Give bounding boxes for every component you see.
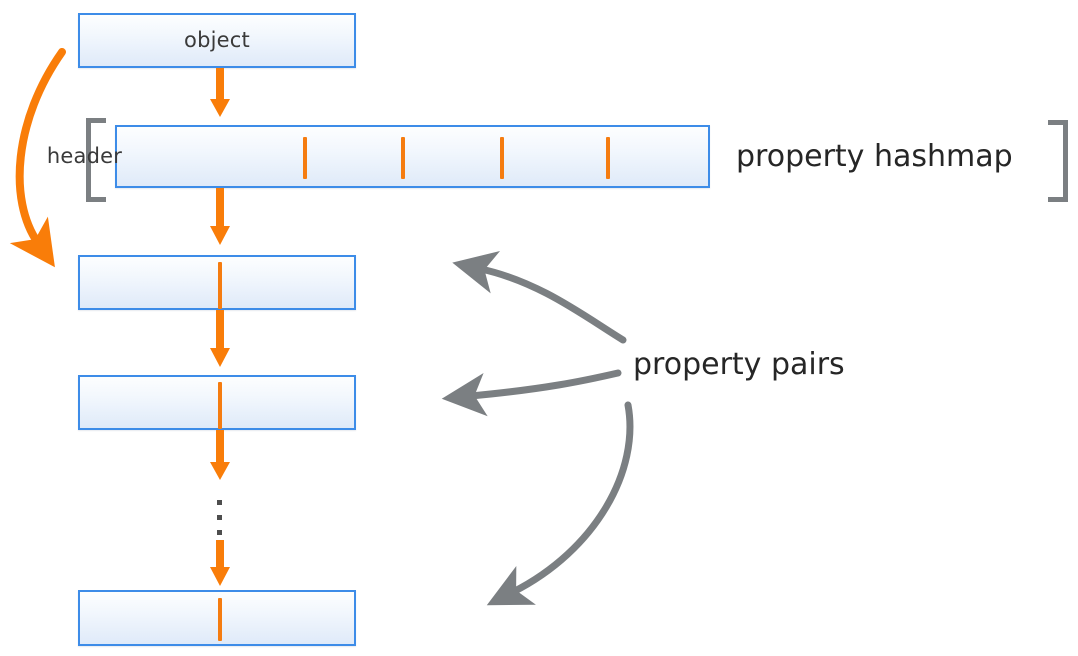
- object-box[interactable]: object: [78, 13, 356, 68]
- header-box-label: header: [46, 144, 123, 168]
- hashmap-bracket-right: [1048, 120, 1068, 202]
- arrow-pair-1-to-pair-2: [210, 310, 230, 376]
- arrow-header-to-pair-1: [210, 188, 230, 254]
- header-row-box[interactable]: header: [47, 125, 710, 188]
- arrow-pair-2-to-ellipsis: [210, 430, 230, 488]
- hashmap-slot-divider-2: [401, 137, 405, 179]
- callout-arrow-upper: [452, 250, 627, 344]
- property-pair-box-1[interactable]: [78, 255, 356, 310]
- pair-box-2-divider: [218, 382, 222, 429]
- hashmap-bracket-left: [86, 118, 106, 202]
- object-box-label: object: [184, 28, 250, 52]
- arrow-ellipsis-to-pair-3: [210, 540, 230, 592]
- hashmap-label: property hashmap: [736, 139, 1013, 174]
- ellipsis-dot-2: [217, 515, 222, 520]
- hashmap-slot-divider-1: [303, 137, 307, 179]
- ellipsis-dot-1: [217, 500, 222, 505]
- pair-box-1-divider: [218, 262, 222, 309]
- property-pairs-label: property pairs: [633, 347, 845, 382]
- property-pair-box-3[interactable]: [78, 590, 356, 646]
- property-pair-box-2[interactable]: [78, 375, 356, 430]
- hashmap-slot-divider-3: [500, 137, 504, 179]
- pair-box-3-divider: [218, 598, 222, 641]
- hashmap-slot-divider-4: [606, 137, 610, 179]
- arrow-object-to-header: [210, 68, 230, 126]
- callout-arrow-lower: [486, 401, 634, 606]
- ellipsis-dot-3: [217, 530, 222, 535]
- callout-arrow-middle: [441, 369, 622, 417]
